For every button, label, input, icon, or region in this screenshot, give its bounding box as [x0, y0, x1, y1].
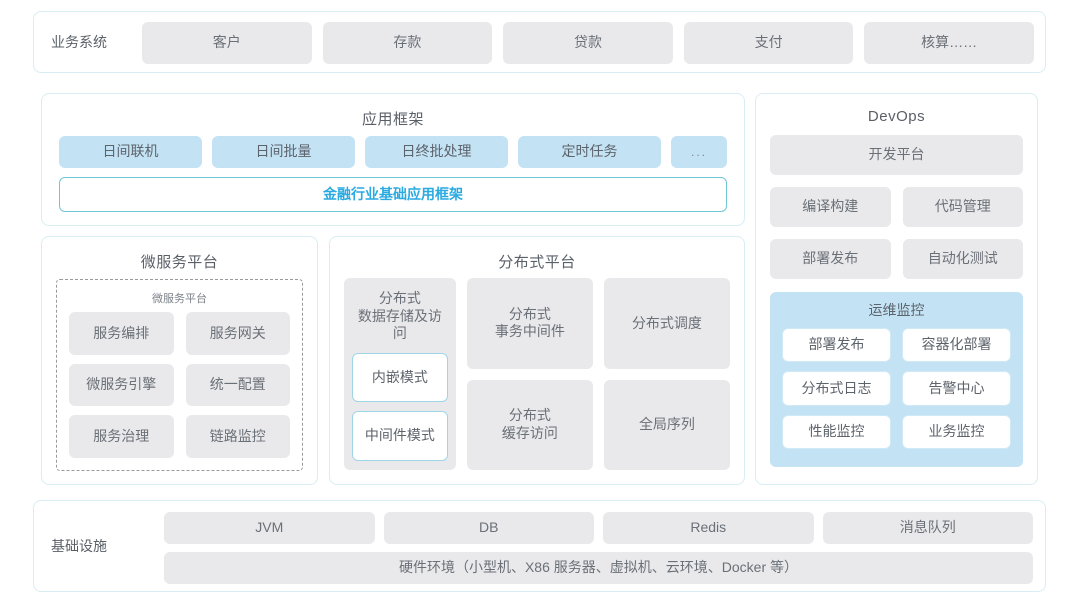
- ops-monitoring-card-list: 部署发布 容器化部署 分布式日志 告警中心 性能监控 业务监控: [782, 328, 1011, 449]
- dist-card-global-sequence[interactable]: 全局序列: [603, 379, 730, 470]
- infrastructure-card-list: JVM DB Redis 消息队列: [164, 512, 1033, 544]
- ops-monitoring-panel: 运维监控 部署发布 容器化部署 分布式日志 告警中心 性能监控 业务监控: [770, 292, 1023, 467]
- micro-card-service-gateway[interactable]: 服务网关: [185, 312, 290, 355]
- infra-card-db[interactable]: DB: [383, 512, 594, 544]
- micro-card-trace-monitoring[interactable]: 链路监控: [185, 415, 290, 458]
- business-card-loan[interactable]: 贷款: [503, 22, 673, 64]
- ops-card-distributed-log[interactable]: 分布式日志: [782, 371, 891, 406]
- dist-card-cache-access[interactable]: 分布式 缓存访问: [466, 379, 593, 470]
- microservice-card-list: 服务编排 服务网关 微服务引擎 统一配置 服务治理 链路监控: [69, 312, 290, 458]
- business-card-payment[interactable]: 支付: [683, 22, 854, 64]
- microservice-platform-title: 微服务平台: [140, 254, 219, 271]
- microservice-platform-inner-box: 微服务平台 服务编排 服务网关 微服务引擎 统一配置 服务治理 链路监控: [56, 279, 303, 471]
- microservice-platform-panel: 微服务平台 微服务平台 服务编排 服务网关 微服务引擎 统一配置 服务治理 链路…: [41, 236, 318, 485]
- infra-card-jvm[interactable]: JVM: [164, 512, 375, 544]
- ops-card-containerized-deploy[interactable]: 容器化部署: [902, 328, 1011, 363]
- devops-panel: DevOps 开发平台 编译构建 代码管理 部署发布 自动化测试 运维监控 部署…: [755, 93, 1038, 485]
- app-card-daytime-online[interactable]: 日间联机: [59, 136, 202, 168]
- devops-card-code-management[interactable]: 代码管理: [902, 187, 1023, 227]
- ops-card-business-monitoring[interactable]: 业务监控: [902, 414, 1011, 449]
- dist-card-middleware-mode[interactable]: 中间件模式: [352, 411, 448, 461]
- dist-card-embedded-mode[interactable]: 内嵌模式: [352, 352, 448, 403]
- devops-card-automated-test[interactable]: 自动化测试: [902, 239, 1023, 279]
- dist-card-scheduling[interactable]: 分布式调度: [603, 278, 730, 369]
- ops-card-performance-monitoring[interactable]: 性能监控: [782, 414, 891, 449]
- ops-card-alert-center[interactable]: 告警中心: [902, 371, 1011, 406]
- micro-card-service-orchestration[interactable]: 服务编排: [69, 312, 174, 355]
- distributed-platform-title: 分布式平台: [498, 254, 576, 271]
- devops-card-dev-platform[interactable]: 开发平台: [770, 135, 1023, 175]
- application-framework-panel: 应用框架 日间联机 日间批量 日终批处理 定时任务 ... 金融行业基础应用框架: [41, 93, 745, 226]
- business-card-deposit[interactable]: 存款: [322, 22, 493, 64]
- infrastructure-hardware-row: 硬件环境（小型机、X86 服务器、虚拟机、云环境、Docker 等）: [164, 552, 1033, 584]
- infra-card-redis[interactable]: Redis: [603, 512, 814, 544]
- financial-base-framework-card[interactable]: 金融行业基础应用框架: [59, 177, 727, 212]
- devops-card-deploy-release[interactable]: 部署发布: [770, 239, 891, 279]
- micro-card-service-governance[interactable]: 服务治理: [69, 415, 174, 458]
- ops-monitoring-title: 运维监控: [868, 302, 925, 318]
- distributed-platform-panel: 分布式平台 分布式 数据存储及访问 内嵌模式 中间件模式 分布式 事务中间件 分…: [329, 236, 745, 485]
- microservice-platform-inner-title: 微服务平台: [152, 293, 207, 305]
- devops-title: DevOps: [867, 108, 926, 125]
- application-framework-title: 应用框架: [361, 111, 424, 128]
- devops-body: 开发平台 编译构建 代码管理 部署发布 自动化测试 运维监控 部署发布 容器化部…: [770, 135, 1023, 472]
- business-systems-label: 业务系统: [51, 34, 107, 50]
- dist-card-transaction-middleware[interactable]: 分布式 事务中间件: [466, 278, 593, 369]
- dist-data-storage-label: 分布式 数据存储及访问: [357, 290, 442, 341]
- infrastructure-label: 基础设施: [51, 538, 107, 554]
- app-card-eod-batch[interactable]: 日终批处理: [365, 136, 508, 168]
- infra-card-hardware-environment[interactable]: 硬件环境（小型机、X86 服务器、虚拟机、云环境、Docker 等）: [164, 552, 1033, 584]
- business-card-accounting[interactable]: 核算……: [864, 22, 1034, 64]
- business-systems-card-list: 客户 存款 贷款 支付 核算……: [142, 22, 1034, 64]
- infrastructure-panel: 基础设施 JVM DB Redis 消息队列 硬件环境（小型机、X86 服务器、…: [33, 500, 1046, 592]
- app-card-more[interactable]: ...: [671, 136, 727, 168]
- infra-card-message-queue[interactable]: 消息队列: [822, 512, 1033, 544]
- app-card-scheduled-task[interactable]: 定时任务: [518, 136, 661, 168]
- devops-card-compile-build[interactable]: 编译构建: [770, 187, 891, 227]
- distributed-card-list: 分布式 数据存储及访问 内嵌模式 中间件模式 分布式 事务中间件 分布式调度 分…: [344, 278, 730, 470]
- micro-card-unified-config[interactable]: 统一配置: [185, 363, 290, 407]
- devops-card-list: 编译构建 代码管理 部署发布 自动化测试: [770, 187, 1023, 279]
- dist-card-data-storage-access[interactable]: 分布式 数据存储及访问 内嵌模式 中间件模式: [344, 278, 456, 470]
- business-card-customer[interactable]: 客户: [142, 22, 312, 64]
- business-systems-panel: 业务系统 客户 存款 贷款 支付 核算……: [33, 11, 1046, 73]
- micro-card-microservice-engine[interactable]: 微服务引擎: [69, 363, 174, 407]
- ops-card-deploy-release[interactable]: 部署发布: [782, 328, 891, 363]
- application-framework-card-list: 日间联机 日间批量 日终批处理 定时任务 ...: [59, 136, 727, 168]
- app-card-daytime-batch[interactable]: 日间批量: [212, 136, 355, 168]
